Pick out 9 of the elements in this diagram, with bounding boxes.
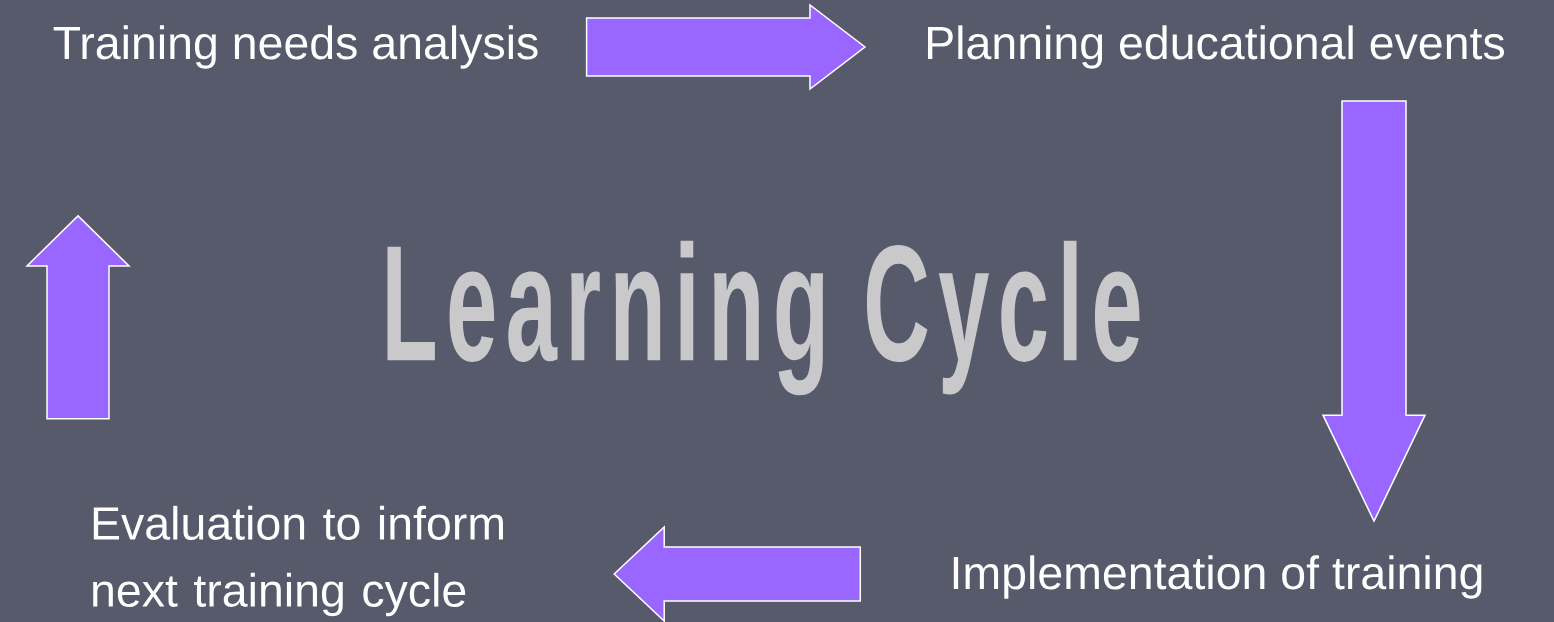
block-arrow: [585, 3, 867, 91]
node-text: Training needs analysis: [53, 25, 538, 69]
block-arrow: [1321, 100, 1427, 523]
title: Learning Cycle: [387, 240, 1140, 396]
node-text: Implementation of training: [953, 555, 1482, 599]
node-text: Planning educational events: [928, 25, 1504, 69]
node-text: Evaluation to inform next training cycle: [93, 505, 503, 617]
block-arrow: [613, 525, 862, 622]
block-arrow: [25, 214, 131, 420]
